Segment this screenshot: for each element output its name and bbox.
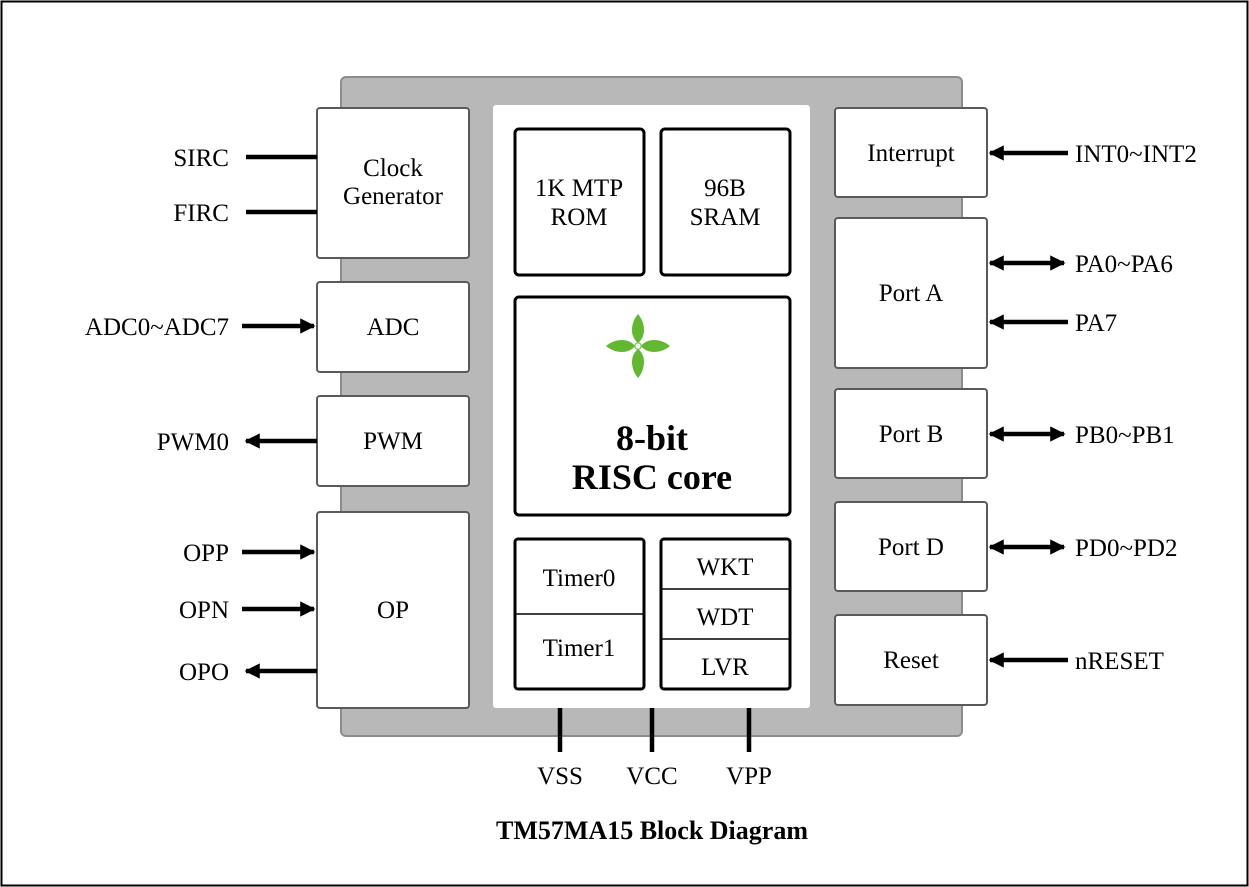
port-d-label: Port D xyxy=(878,534,944,561)
vpp-pin-label: VPP xyxy=(726,763,772,790)
adc-label: ADC xyxy=(367,314,420,341)
clock-label-line1: Clock xyxy=(363,155,423,182)
pb-pin-label: PB0~PB1 xyxy=(1075,422,1175,449)
wkt-wdt-lvr-block: WKT WDT LVR xyxy=(659,537,792,691)
core-label-line1: 8-bit xyxy=(616,418,688,458)
interrupt-label: Interrupt xyxy=(867,140,955,167)
vcc-pin-label: VCC xyxy=(626,763,677,790)
timer0-label: Timer0 xyxy=(543,565,616,592)
lvr-label: LVR xyxy=(701,654,749,681)
sram-block: 96B SRAM xyxy=(659,127,792,277)
risc-core-block: 8-bit RISC core xyxy=(513,295,792,517)
port-b-block: Port B xyxy=(834,388,988,479)
four-leaf-logo-icon xyxy=(606,314,670,378)
rom-block: 1K MTP ROM xyxy=(513,127,646,277)
wdt-label: WDT xyxy=(697,604,754,631)
vss-pin-label: VSS xyxy=(537,763,583,790)
pa06-pin-label: PA0~PA6 xyxy=(1075,251,1173,278)
sram-label-line1: 96B xyxy=(704,175,746,202)
interrupt-block: Interrupt xyxy=(834,107,988,198)
sram-label-line2: SRAM xyxy=(690,204,761,231)
port-b-label: Port B xyxy=(879,421,944,448)
timer1-label: Timer1 xyxy=(543,635,616,662)
core-label-line2: RISC core xyxy=(572,457,732,497)
wkt-label: WKT xyxy=(697,554,754,581)
pwm-pin-label: PWM0 xyxy=(157,429,229,456)
rom-label-line2: ROM xyxy=(551,204,608,231)
pd-pin-label: PD0~PD2 xyxy=(1075,535,1177,562)
int-pin-label: INT0~INT2 xyxy=(1075,141,1197,168)
op-block: OP xyxy=(316,511,470,709)
opo-pin-label: OPO xyxy=(179,659,229,686)
clock-generator-block: Clock Generator xyxy=(316,107,470,259)
opn-pin-label: OPN xyxy=(179,597,229,624)
reset-label: Reset xyxy=(883,647,939,674)
firc-pin-label: FIRC xyxy=(173,200,229,227)
port-a-block: Port A xyxy=(834,217,988,369)
port-d-block: Port D xyxy=(834,501,988,592)
nreset-pin-label: nRESET xyxy=(1075,648,1164,675)
diagram-title: TM57MA15 Block Diagram xyxy=(496,816,808,845)
reset-block: Reset xyxy=(834,614,988,706)
pwm-block: PWM xyxy=(316,395,470,487)
clock-label-line2: Generator xyxy=(343,183,444,210)
pa7-pin-label: PA7 xyxy=(1075,310,1117,337)
timer-block: Timer0 Timer1 xyxy=(513,537,646,691)
adc-block: ADC xyxy=(316,281,470,373)
pwm-label: PWM xyxy=(363,428,423,455)
opp-pin-label: OPP xyxy=(183,540,229,567)
port-a-label: Port A xyxy=(879,280,944,307)
rom-label-line1: 1K MTP xyxy=(535,175,623,202)
op-label: OP xyxy=(377,597,409,624)
sirc-pin-label: SIRC xyxy=(173,145,229,172)
adc-pin-label: ADC0~ADC7 xyxy=(85,314,229,341)
